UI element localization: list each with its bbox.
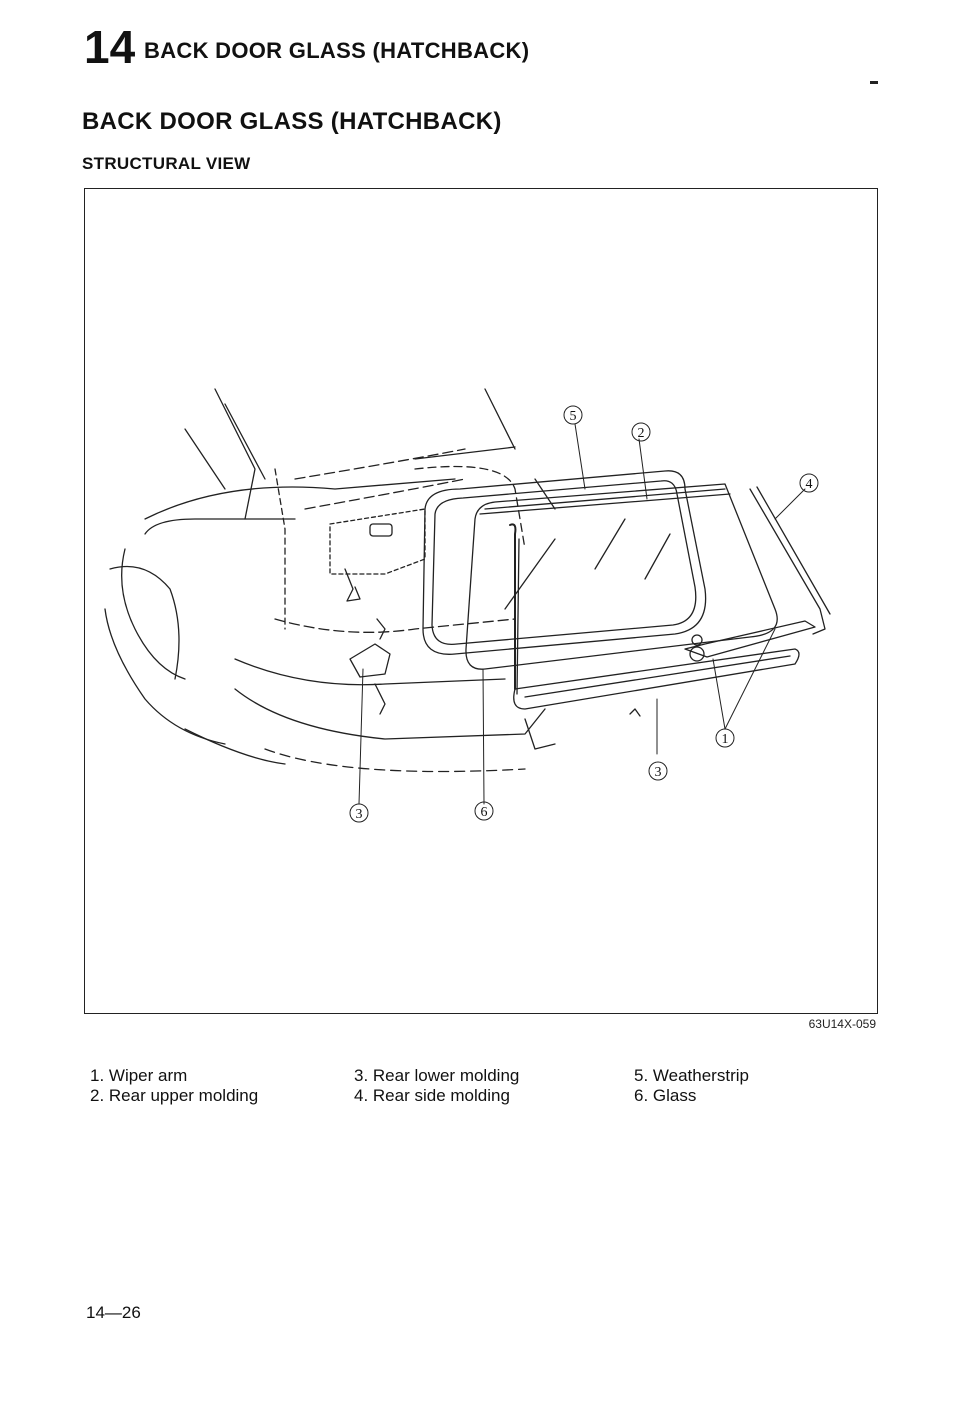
svg-text:1: 1 <box>722 732 729 747</box>
structural-view-figure: 5 2 4 1 3 3 6 <box>84 188 878 1014</box>
section-title: BACK DOOR GLASS (HATCHBACK) <box>82 108 502 135</box>
exploded-view-illustration: 5 2 4 1 3 3 6 <box>104 388 831 823</box>
weatherstrip-drawing <box>422 470 707 655</box>
callout-4: 4 <box>799 473 819 493</box>
side-molding-drawing <box>749 486 831 635</box>
margin-mark <box>870 81 878 84</box>
lower-molding-drawing <box>513 648 800 710</box>
callout-1: 1 <box>715 728 735 748</box>
svg-text:3: 3 <box>356 807 363 822</box>
figure-code: 63U14X-059 <box>808 1017 876 1031</box>
svg-text:4: 4 <box>806 477 813 492</box>
callout-6: 6 <box>474 801 494 821</box>
legend-item: 6. Glass <box>634 1086 697 1105</box>
leader-lines <box>358 423 806 805</box>
car-body-drawing <box>104 388 556 773</box>
legend-column-3: 5. Weatherstrip 6. Glass <box>634 1066 749 1106</box>
legend-column-1: 1. Wiper arm 2. Rear upper molding <box>90 1066 258 1106</box>
glass-drawing <box>465 483 778 695</box>
callout-3-right: 3 <box>648 761 668 781</box>
parts-legend: 1. Wiper arm 2. Rear upper molding 3. Re… <box>0 1066 960 1126</box>
chapter-number: 14 <box>84 21 136 73</box>
legend-item: 1. Wiper arm <box>90 1066 188 1085</box>
wiper-arm-drawing <box>629 620 816 717</box>
svg-text:2: 2 <box>638 426 645 441</box>
subsection-title: STRUCTURAL VIEW <box>82 154 251 173</box>
svg-text:6: 6 <box>481 805 488 820</box>
legend-item: 3. Rear lower molding <box>354 1066 520 1085</box>
callout-5: 5 <box>563 405 583 425</box>
svg-text:3: 3 <box>655 765 662 780</box>
callout-3-left: 3 <box>349 803 369 823</box>
legend-item: 2. Rear upper molding <box>90 1086 259 1105</box>
legend-item: 4. Rear side molding <box>354 1086 510 1105</box>
legend-column-2: 3. Rear lower molding 4. Rear side moldi… <box>354 1066 519 1106</box>
chapter-title: BACK DOOR GLASS (HATCHBACK) <box>144 38 530 63</box>
callout-2: 2 <box>631 422 651 442</box>
legend-item: 5. Weatherstrip <box>634 1066 749 1085</box>
svg-text:5: 5 <box>570 409 577 424</box>
page-number: 14—26 <box>86 1303 141 1322</box>
